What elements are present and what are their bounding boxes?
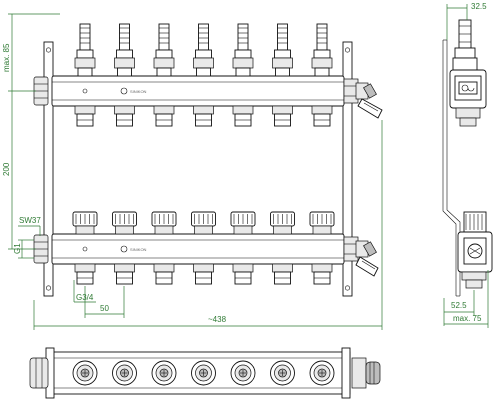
dim-sw37: SW37: [19, 216, 41, 225]
right-bracket: [342, 41, 353, 297]
bottom-outlet-7: [309, 360, 335, 386]
flow-meter-2: [114, 23, 135, 77]
upper-outlet-7: [311, 105, 333, 127]
upper-outlet-3: [153, 105, 175, 127]
valve-cap-1: [72, 211, 98, 235]
valve-cap-5: [230, 211, 256, 235]
upper-outlet-4: [193, 105, 214, 127]
lower-outlet-2: [114, 263, 135, 285]
dim-50: 50: [100, 304, 109, 313]
valve-cap-3: [151, 211, 177, 235]
dim-max-75: max. 75: [453, 314, 482, 323]
lower-outlet-5: [232, 263, 254, 285]
dim-g1: G1: [13, 243, 22, 254]
lower-outlet-6: [272, 263, 293, 285]
lower-outlet-7: [311, 263, 333, 285]
bottom-outlet-6: [270, 360, 295, 386]
flow-meter-1: [74, 23, 96, 77]
valve-cap-6: [270, 211, 295, 235]
upper-right-vent-valve: [343, 78, 383, 119]
bottom-view: [29, 347, 381, 399]
upper-outlet-1: [74, 105, 96, 127]
bottom-outlet-row: [72, 360, 335, 386]
flow-meter-3: [153, 23, 175, 77]
side-view: 32.5 52.5 max. 75: [442, 2, 493, 328]
upper-outlet-6: [272, 105, 293, 127]
brand-mark-lower: SINIKON: [130, 247, 147, 252]
dim-32-5: 32.5: [471, 2, 487, 11]
front-view: SINIKON SINIKON: [33, 23, 383, 297]
upper-manifold-bar: [51, 75, 345, 107]
lower-outlet-4: [193, 263, 214, 285]
dim-200: 200: [2, 162, 11, 176]
bottom-outlet-1: [72, 360, 98, 386]
valve-cap-4: [191, 211, 216, 235]
upper-outlet-2: [114, 105, 135, 127]
flow-meter-5: [232, 23, 254, 77]
bottom-outlet-4: [191, 360, 216, 386]
left-bracket: [43, 41, 54, 297]
flow-meter-row: [74, 23, 333, 127]
dim-max-85: max. 85: [2, 43, 11, 72]
lower-outlet-1: [74, 263, 96, 285]
upper-outlet-5: [232, 105, 254, 127]
valve-cap-7: [309, 211, 335, 235]
bottom-outlet-2: [112, 360, 137, 386]
brand-mark-upper: SINIKON: [130, 89, 147, 94]
dim-52-5: 52.5: [451, 301, 467, 310]
bottom-outlet-3: [151, 360, 177, 386]
valve-cap-2: [112, 211, 137, 235]
lower-right-drain-valve: [343, 236, 379, 277]
dim-438: ~438: [208, 315, 227, 324]
flow-meter-7: [311, 23, 333, 77]
front-dimensions: max. 85 200 SW37 G1 G3/4 50 ~438: [2, 13, 383, 330]
valve-row: [72, 211, 335, 285]
lower-outlet-3: [153, 263, 175, 285]
flow-meter-4: [193, 23, 214, 77]
lower-manifold-bar: [51, 233, 345, 265]
flow-meter-6: [272, 23, 293, 77]
bottom-outlet-5: [230, 360, 256, 386]
